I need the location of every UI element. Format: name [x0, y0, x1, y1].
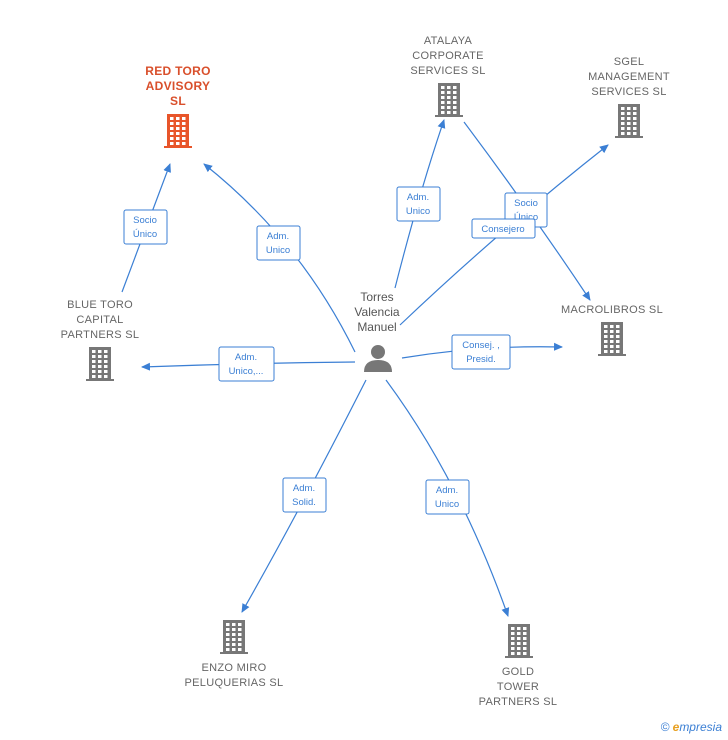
edge-text-gold-1: Adm. [436, 485, 458, 496]
company-name-atalaya-2: CORPORATE [412, 50, 484, 62]
brand-name: mpresia [679, 720, 722, 734]
edge-label-blue-red[interactable]: Socio Único [123, 209, 168, 245]
edge-label-red-toro[interactable]: Adm. Unico [256, 225, 301, 261]
edge-text-enzo-1: Adm. [293, 483, 315, 494]
footer-brand: ©empresia [661, 720, 722, 734]
copyright-symbol: © [660, 720, 670, 734]
company-name-macrolibros-1: MACROLIBROS SL [561, 304, 663, 316]
edge-label-atalaya[interactable]: Adm. Unico [396, 186, 441, 222]
edge-text-blue-toro-1: Adm. [235, 352, 257, 363]
company-name-sgel-1: SGEL [614, 56, 645, 68]
building-icon [220, 620, 248, 654]
edge-label-gold[interactable]: Adm. Unico [425, 479, 470, 515]
edge-text-blue-red-2: Único [133, 229, 157, 240]
company-name-sgel-2: MANAGEMENT [588, 71, 670, 83]
edge-text-red-toro-1: Adm. [267, 231, 289, 242]
edge-text-macro-2: Presid. [466, 354, 496, 365]
edge-label-sgel[interactable]: Consejero [471, 218, 536, 239]
edge-text-atalaya-2: Unico [406, 206, 430, 217]
company-name-blue-toro-1: BLUE TORO [67, 299, 133, 311]
edge-text-atalaya-macro-1: Socio [514, 198, 538, 209]
person-icon [364, 345, 392, 372]
person-name-line-3: Manuel [357, 320, 396, 334]
edge-text-blue-toro-2: Unico,... [229, 366, 264, 377]
company-name-red-toro-2: ADVISORY [146, 79, 211, 93]
building-icon [164, 114, 192, 148]
company-name-enzo-1: ENZO MIRO [201, 662, 266, 674]
edge-text-sgel-1: Consejero [481, 224, 524, 235]
edge-label-enzo[interactable]: Adm. Solid. [282, 477, 327, 513]
company-name-gold-1: GOLD [502, 666, 534, 678]
edge-text-atalaya-1: Adm. [407, 192, 429, 203]
edge-text-blue-red-1: Socio [133, 215, 157, 226]
building-icon [598, 322, 626, 356]
edge-text-red-toro-2: Unico [266, 245, 290, 256]
company-node-gold[interactable]: GOLD TOWER PARTNERS SL [479, 624, 558, 708]
company-name-enzo-2: PELUQUERIAS SL [185, 677, 284, 689]
person-name-line-2: Valencia [354, 305, 399, 319]
company-name-gold-2: TOWER [497, 681, 539, 693]
company-name-red-toro-1: RED TORO [145, 64, 211, 78]
company-node-red-toro[interactable]: RED TORO ADVISORY SL [145, 64, 211, 148]
brand-initial: e [672, 720, 680, 734]
edge-text-gold-2: Unico [435, 499, 459, 510]
edge-text-atalaya-macro-2: Único [514, 212, 538, 223]
company-name-red-toro-3: SL [170, 94, 186, 108]
building-icon [435, 83, 463, 117]
building-icon [615, 104, 643, 138]
company-name-gold-3: PARTNERS SL [479, 696, 558, 708]
company-name-sgel-3: SERVICES SL [591, 86, 666, 98]
company-name-atalaya-1: ATALAYA [424, 35, 473, 47]
edge-label-blue-toro[interactable]: Adm. Unico,... [218, 346, 275, 382]
company-node-sgel[interactable]: SGEL MANAGEMENT SERVICES SL [588, 56, 670, 138]
company-node-enzo[interactable]: ENZO MIRO PELUQUERIAS SL [185, 620, 284, 689]
edge-label-macrolibros[interactable]: Consej. , Presid. [451, 334, 511, 370]
company-name-atalaya-3: SERVICES SL [410, 65, 485, 77]
company-node-blue-toro[interactable]: BLUE TORO CAPITAL PARTNERS SL [61, 299, 140, 381]
edge-text-macro-1: Consej. , [462, 340, 500, 351]
building-icon [505, 624, 533, 658]
edge-text-enzo-2: Solid. [292, 497, 316, 508]
company-name-blue-toro-3: PARTNERS SL [61, 329, 140, 341]
company-node-atalaya[interactable]: ATALAYA CORPORATE SERVICES SL [410, 35, 485, 117]
company-node-macrolibros[interactable]: MACROLIBROS SL [561, 304, 663, 356]
building-icon [86, 347, 114, 381]
person-node[interactable]: Torres Valencia Manuel [354, 290, 400, 372]
person-name-line-1: Torres [360, 290, 393, 304]
company-name-blue-toro-2: CAPITAL [76, 314, 123, 326]
